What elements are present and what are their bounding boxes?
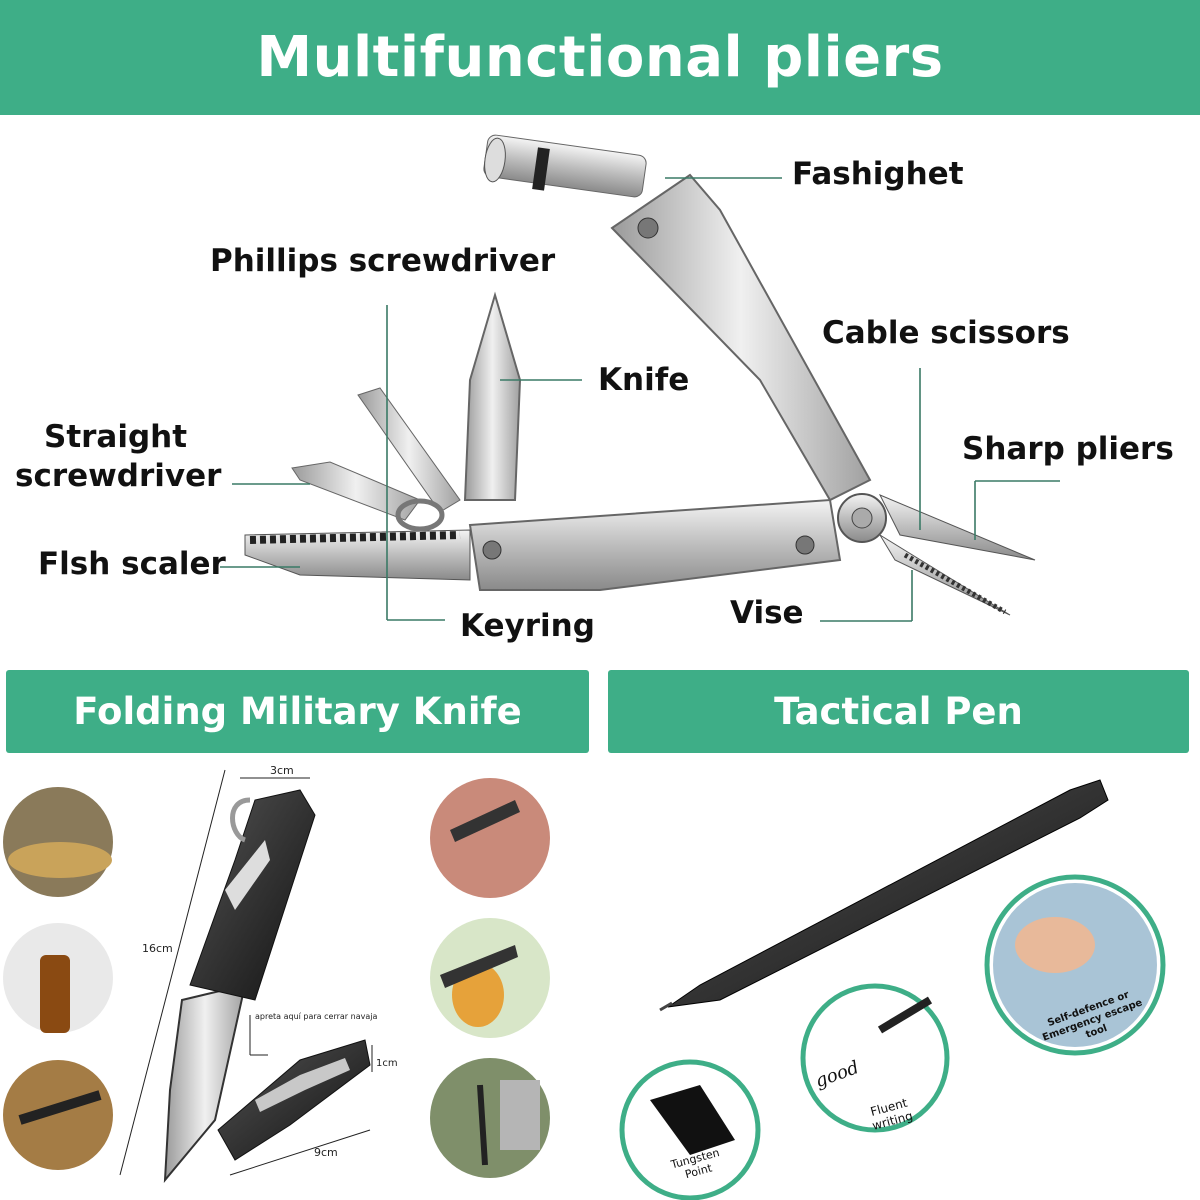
knife-usage-circles (3, 778, 550, 1178)
tactical-pen-illustration (659, 779, 1109, 1012)
phillips-bit (357, 387, 461, 513)
dim-note: apreta aquí para cerrar navaja (255, 1012, 378, 1021)
label-keyring: Keyring (460, 608, 595, 644)
label-flashlight: Fashighet (792, 156, 964, 192)
label-knife: Knife (598, 362, 690, 398)
leader-lines (220, 177, 1060, 622)
label-straight-screwdriver-line1: Straight (44, 419, 188, 455)
label-fish-scaler: Flsh scaler (38, 546, 226, 582)
label-vise: Vise (730, 595, 804, 631)
multitool-pliers-illustration (244, 134, 1036, 616)
label-sharp-pliers: Sharp pliers (962, 431, 1174, 467)
banner-tactical-pen: Tactical Pen (608, 670, 1189, 753)
dim-thickness: 1cm (376, 1058, 398, 1069)
dim-width: 3cm (270, 764, 294, 777)
knife-blade (463, 291, 522, 501)
flashlight-part (483, 134, 647, 198)
dim-length: 16cm (142, 942, 173, 955)
pliers-body (468, 498, 842, 591)
fish-scaler-bit (244, 529, 471, 581)
banner-multifunctional-pliers: Multifunctional pliers (0, 0, 1200, 115)
label-straight-screwdriver-line2: screwdriver (15, 458, 222, 494)
pen-feature-circles (619, 874, 1166, 1200)
keyring-loop (395, 498, 445, 532)
label-phillips-screwdriver: Phillips screwdriver (210, 243, 556, 279)
upper-handle (610, 173, 872, 502)
banner-folding-military-knife: Folding Military Knife (6, 670, 589, 753)
folding-knife-illustration (119, 769, 373, 1183)
dim-folded-length: 9cm (314, 1146, 338, 1159)
label-cable-scissors: Cable scissors (822, 315, 1070, 351)
straight-screwdriver-bit (291, 461, 421, 521)
